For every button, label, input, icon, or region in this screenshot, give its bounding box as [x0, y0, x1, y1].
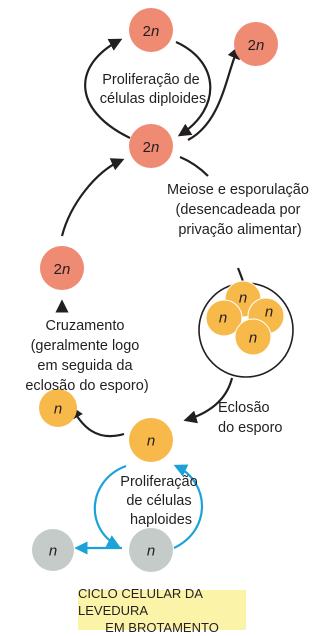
diploid-cell-center: 2n — [129, 124, 173, 168]
arrow-diploid-left-to-center — [60, 158, 125, 237]
mating-label: Cruzamento (geralmente logo em seguida d… — [25, 318, 148, 394]
svg-text:2n: 2n — [143, 23, 160, 40]
svg-text:n: n — [49, 543, 57, 560]
diploid-cell-top: 2n — [129, 8, 173, 52]
ascus-spores: n n n n — [198, 280, 294, 378]
diploid-proliferation-label: Proliferação de células diploides — [100, 72, 206, 107]
title-line-1: CICLO CELULAR DA LEVEDURA — [78, 585, 203, 618]
diploid-cell-topright: 2n — [234, 22, 278, 66]
svg-text:2n: 2n — [248, 37, 265, 54]
arrow-center-to-topright — [187, 45, 240, 141]
haploid-proliferation-label: Proliferação de células haploides — [120, 474, 201, 528]
arrow-center-to-meiosis — [179, 155, 209, 177]
arrow-center-to-top-left — [84, 38, 131, 139]
svg-text:n: n — [147, 433, 155, 450]
arrow-blue-right — [173, 464, 204, 549]
arrow-blue-left — [93, 464, 127, 548]
spore — [205, 299, 243, 337]
arrow-haploid-to-mating — [70, 405, 125, 438]
svg-text:n: n — [265, 304, 273, 321]
haploid-cell-left: n — [39, 389, 77, 427]
hatching-label: Eclosão do esporo — [218, 400, 283, 436]
svg-text:n: n — [239, 290, 247, 307]
meiosis-label: Meiose e esporulação (desencadeada por p… — [167, 182, 313, 238]
svg-text:n: n — [147, 543, 155, 560]
title-line-2: EM BROTAMENTO — [105, 619, 219, 635]
arrow-top-to-center-right — [175, 40, 212, 137]
arrow-spores-to-hatching — [183, 377, 234, 424]
svg-text:n: n — [219, 310, 227, 327]
haploid-cell-bottom-right: n — [129, 528, 173, 572]
svg-text:2n: 2n — [143, 139, 160, 156]
haploid-cell-center: n — [129, 418, 173, 462]
svg-text:2n: 2n — [54, 261, 71, 278]
svg-text:n: n — [54, 401, 62, 418]
diagram-title: CICLO CELULAR DA LEVEDURA EM BROTAMENTO — [78, 586, 246, 635]
svg-text:n: n — [249, 330, 257, 347]
haploid-cell-bottom-left: n — [32, 529, 74, 571]
spore — [234, 318, 272, 356]
diploid-cell-left: 2n — [40, 246, 84, 290]
